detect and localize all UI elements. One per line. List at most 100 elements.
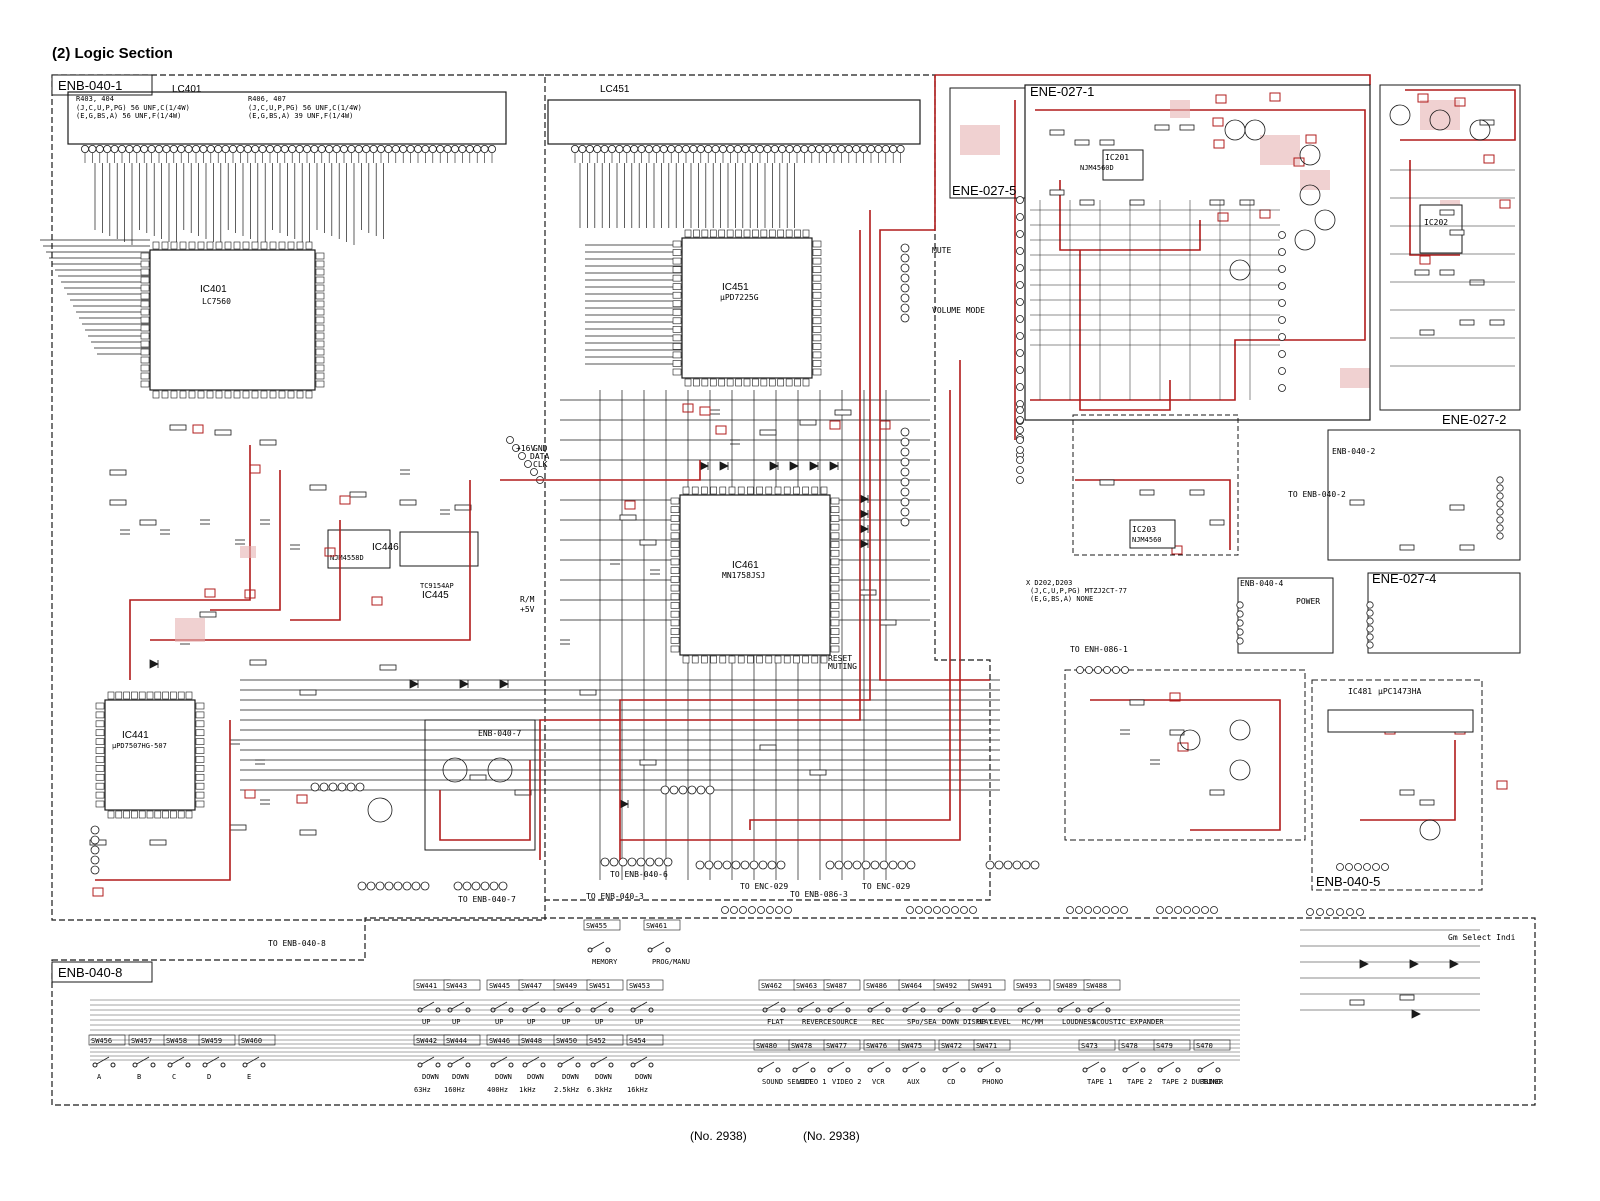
note-r406: R406, 407 [248, 95, 286, 103]
lc451-pin [645, 144, 654, 153]
input-key-pivot [827, 1067, 833, 1073]
down-switch-pivot [522, 1062, 528, 1068]
connector-pin [695, 860, 705, 870]
connector-pin [1016, 332, 1024, 340]
led [1359, 959, 1369, 969]
conn-to-enb-040-8: TO ENB-040-8 [268, 939, 326, 948]
down-switch-terminal [648, 1062, 654, 1068]
ic481-ref: IC481 [1348, 687, 1372, 696]
input-key-contact [1084, 1061, 1100, 1071]
ic401-pin-right [315, 372, 325, 380]
connector-pin [1336, 908, 1344, 916]
value-tag [682, 403, 694, 413]
lc451-pin [822, 144, 831, 153]
value-tag [204, 588, 216, 598]
ic401-pin-left [140, 356, 150, 364]
input-key-ref: SW471 [976, 1042, 997, 1050]
ic461-pin-left [670, 523, 680, 531]
input-key-ref: SW475 [901, 1042, 922, 1050]
ic451-part: µPD7225G [720, 293, 759, 302]
ic451-chip [681, 237, 813, 379]
ic451-pin-right [812, 266, 822, 273]
note-r406-b: (E,G,BS,A) 39 UNF,F(1/4W) [248, 112, 353, 120]
letter-key-ref: SW456 [91, 1037, 112, 1045]
resistor [1099, 479, 1115, 486]
value-tag [1212, 117, 1224, 127]
lc451-pin [726, 144, 735, 153]
ic461-pin-left [670, 576, 680, 583]
connector-pin [337, 782, 347, 792]
lc401-pin [450, 144, 459, 153]
ic451-pin-left [672, 257, 682, 265]
connector-pin [1236, 637, 1244, 645]
ic461-pin-bottom [701, 655, 708, 664]
board-label-enb-040-1: ENB-040-1 [58, 78, 122, 93]
func-key-contact [1059, 1001, 1075, 1011]
connector-pin [900, 293, 910, 303]
lc401-pin [458, 144, 467, 153]
resistor [1439, 269, 1455, 276]
lc401-pin [295, 144, 304, 153]
ic401-pin-bottom [287, 390, 295, 399]
lc401-pin [354, 144, 363, 153]
ic461-pin-left [670, 497, 680, 505]
resistor [1129, 199, 1145, 206]
connector-pin [924, 906, 932, 914]
up-switch-ref-box [626, 979, 664, 991]
ic461-pin-top [783, 486, 791, 495]
connector-pin [1066, 906, 1074, 914]
mem-key-ref: SW455 [586, 922, 607, 930]
ic401-pin-right [315, 268, 325, 276]
board-ene-027-1 [1024, 84, 1371, 556]
ic451-pin-right [812, 257, 822, 265]
ic441-pin-right [195, 711, 205, 719]
connector-pin [1278, 367, 1286, 375]
letter-key-pivot [167, 1062, 173, 1068]
connector-pin [1372, 863, 1380, 871]
connector-pin [721, 906, 729, 914]
lc401-pin [399, 144, 408, 153]
power-label: POWER [1296, 597, 1320, 606]
ic441-pin-top [131, 691, 138, 700]
func-key-label: SPo/SEA [907, 1018, 937, 1026]
lc451-pin [800, 144, 809, 153]
ic441-pin-bottom [154, 810, 162, 819]
lc451-pin [859, 144, 868, 153]
value-tag [92, 887, 104, 897]
func-key-ref: SW492 [936, 982, 957, 990]
ic445-chip [399, 531, 479, 567]
input-key-label: TUNER [1202, 1078, 1224, 1086]
board-label-enb-040-5: ENB-040-5 [1316, 874, 1380, 889]
letter-key-label: B [137, 1073, 141, 1081]
ic401-pin-bottom [179, 390, 187, 399]
ic461-pin-right [830, 576, 840, 583]
connector-pin [1012, 860, 1022, 870]
connector-pin [1016, 383, 1024, 391]
ic461-pin-top [756, 486, 763, 495]
conn-to-enb-040-2: TO ENB-040-2 [1288, 490, 1346, 499]
up-switch-label: UP [527, 1018, 535, 1026]
connector-pin [1016, 456, 1024, 464]
ic441-chip [104, 699, 196, 811]
lc401-pin [81, 144, 90, 153]
note-r403-b: (E,G,BS,A) 56 UNF,F(1/4W) [76, 112, 181, 120]
func-key-ref-box [968, 979, 1006, 991]
lc451-pin [711, 144, 720, 153]
func-key-ref: SW486 [866, 982, 887, 990]
connector-pin [1016, 281, 1024, 289]
down-switch-ref: SW446 [489, 1037, 510, 1045]
transistor [1224, 119, 1246, 141]
connector-pin [1093, 906, 1101, 914]
ic451-pin-left [672, 249, 682, 256]
letter-key-contact [94, 1056, 110, 1066]
diode [719, 461, 729, 471]
ic201-ref: IC201 [1105, 153, 1129, 162]
connector-pin [678, 785, 688, 795]
resistor [1459, 319, 1475, 326]
ic451-pin-top [726, 229, 734, 238]
lc401-pin [487, 144, 496, 153]
rim-label: R/M [520, 595, 535, 604]
ic461-pin-top [682, 486, 690, 495]
connector-pin [1366, 601, 1374, 609]
ic461-pin-bottom [756, 655, 763, 664]
